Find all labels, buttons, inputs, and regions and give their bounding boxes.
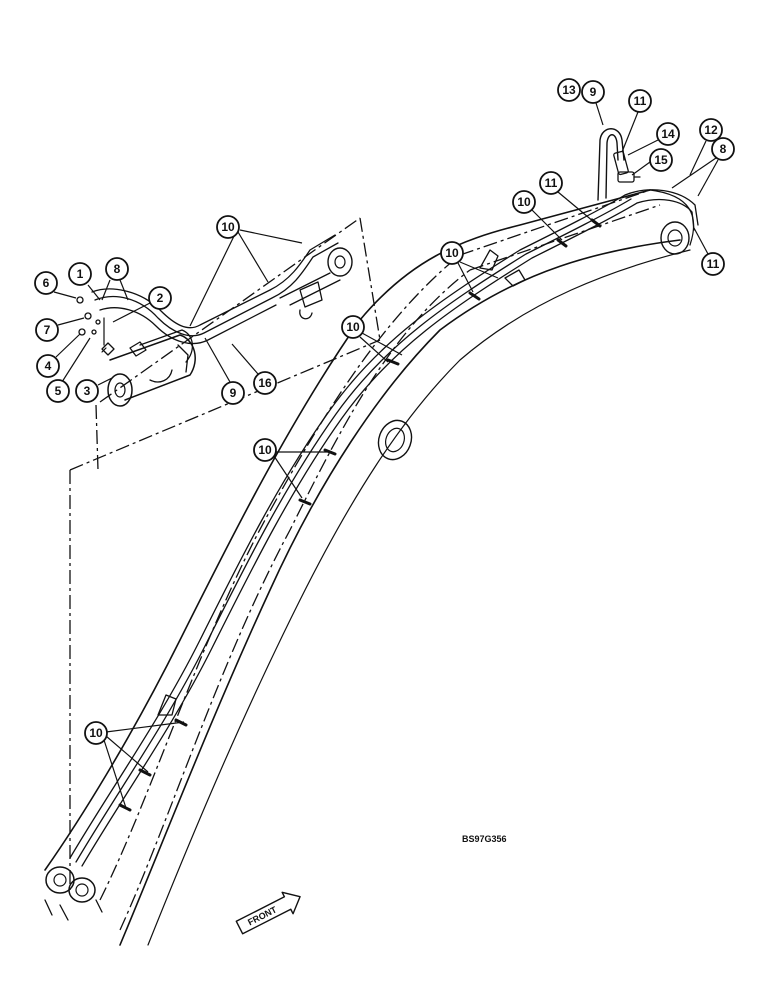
svg-text:11: 11: [634, 94, 647, 108]
svg-text:11: 11: [707, 257, 720, 271]
callout-9-left: 9: [221, 381, 245, 405]
callout-2: 2: [148, 286, 172, 310]
callout-10-lower: 10: [253, 438, 277, 462]
svg-text:11: 11: [545, 176, 558, 190]
top-fittings: [597, 128, 641, 201]
callout-9-top: 9: [581, 80, 605, 104]
callout-11-boom: 11: [539, 171, 563, 195]
callout-10-upper: 10: [440, 241, 464, 265]
front-direction-arrow: FRONT: [235, 891, 301, 935]
svg-text:8: 8: [720, 142, 727, 156]
svg-text:10: 10: [445, 246, 459, 260]
boom-body: [44, 189, 695, 946]
svg-text:10: 10: [89, 726, 103, 740]
svg-text:8: 8: [114, 262, 121, 276]
svg-text:7: 7: [44, 323, 51, 337]
callout-5: 5: [46, 379, 70, 403]
callout-7: 7: [35, 318, 59, 342]
svg-text:3: 3: [84, 384, 91, 398]
callout-3: 3: [75, 379, 99, 403]
callout-10-detail: 10: [216, 215, 240, 239]
callout-16: 16: [253, 371, 277, 395]
svg-text:12: 12: [704, 123, 718, 137]
callout-8-left: 8: [105, 257, 129, 281]
svg-text:5: 5: [55, 384, 62, 398]
callout-15: 15: [649, 148, 673, 172]
callout-6: 6: [34, 271, 58, 295]
svg-text:16: 16: [258, 376, 272, 390]
svg-text:10: 10: [346, 320, 360, 334]
svg-text:4: 4: [45, 359, 52, 373]
svg-text:6: 6: [43, 276, 50, 290]
svg-text:10: 10: [258, 443, 272, 457]
callout-1: 1: [68, 262, 92, 286]
callout-10-bottom: 10: [84, 721, 108, 745]
callout-11-right: 11: [701, 252, 725, 276]
callouts: 1 2 3 4 5 6: [34, 78, 735, 809]
callout-14: 14: [656, 122, 680, 146]
callout-12: 12: [699, 118, 723, 142]
svg-text:9: 9: [590, 85, 597, 99]
svg-text:13: 13: [562, 83, 576, 97]
svg-text:14: 14: [661, 127, 675, 141]
callout-10-middle: 10: [341, 315, 365, 339]
callout-13: 13: [557, 78, 581, 102]
svg-text:10: 10: [517, 195, 531, 209]
svg-text:9: 9: [230, 386, 237, 400]
callout-4: 4: [36, 354, 60, 378]
callout-10-top: 10: [512, 190, 536, 214]
drawing-code: BS97G356: [462, 834, 507, 844]
svg-text:15: 15: [654, 153, 668, 167]
svg-text:10: 10: [221, 220, 235, 234]
svg-text:1: 1: [77, 267, 84, 281]
callout-8-right: 8: [711, 137, 735, 161]
left-detail-assembly: [76, 234, 353, 407]
callout-11-top: 11: [628, 89, 652, 113]
svg-text:2: 2: [157, 291, 164, 305]
